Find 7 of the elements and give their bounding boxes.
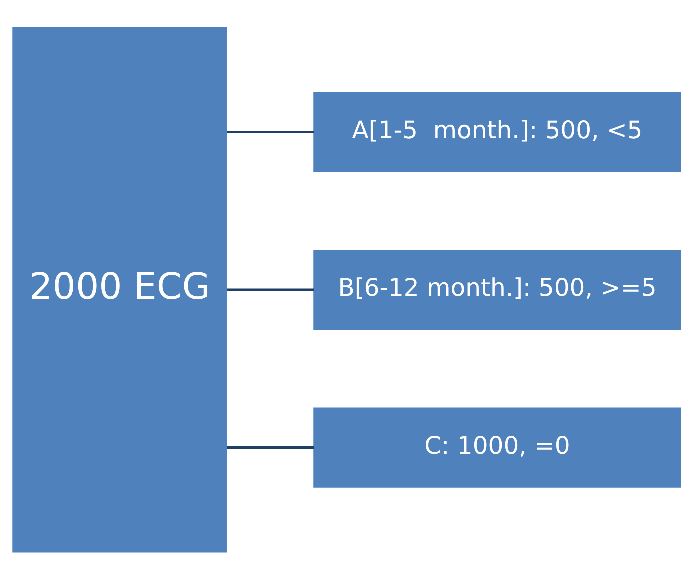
connector — [227, 446, 314, 448]
connector — [227, 130, 314, 133]
connector — [227, 288, 314, 291]
node-box: C: 1000, =0 — [314, 407, 682, 488]
node-box: A[1-5 month.]: 500, <5 — [314, 92, 682, 172]
node-box: B[6-12 month.]: 500, >=5 — [314, 249, 682, 330]
node-box: 2000 ECG — [12, 26, 228, 552]
